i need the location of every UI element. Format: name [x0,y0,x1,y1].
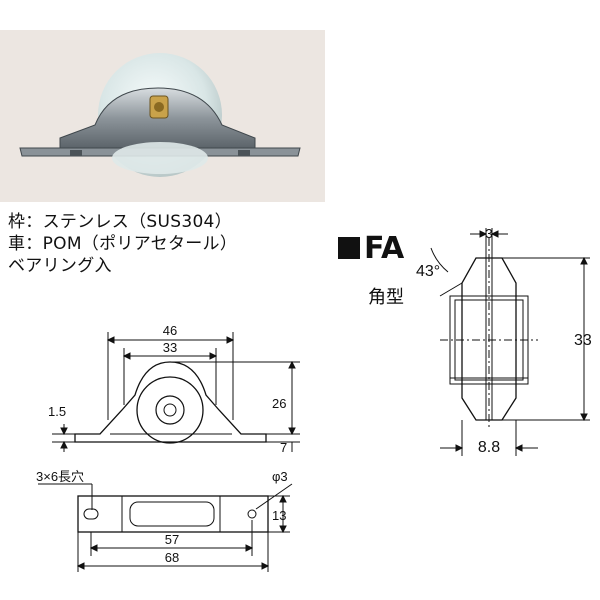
dim-angle: 43° [416,263,440,280]
dim-7: 7 [280,440,287,455]
dim-26: 26 [272,396,286,411]
spec-wheel: 車：POM（ポリアセタール） [8,234,238,254]
type-label: FA [338,234,404,264]
dim-46: 46 [163,323,177,338]
spec-bearing: ベアリング入 [8,256,112,276]
shape-label: 角型 [368,287,404,308]
bottom-view [38,483,293,572]
dim-8-8: 8.8 [478,439,500,456]
dim-68: 68 [165,550,179,565]
type-marker-icon [338,237,360,259]
dim-3: 3 [485,226,492,241]
dim-hole: φ3 [272,469,288,484]
side-view [430,228,590,456]
dim-13: 13 [272,508,286,523]
dim-slot: 3×6長穴 [36,469,84,484]
product-photo [0,30,325,202]
front-view [52,332,300,452]
dim-1-5: 1.5 [48,404,66,419]
dim-57: 57 [165,532,179,547]
spec-frame: 枠：ステンレス（SUS304） [8,212,232,232]
dim-33-side: 33 [574,332,592,349]
dim-33-front: 33 [163,340,177,355]
